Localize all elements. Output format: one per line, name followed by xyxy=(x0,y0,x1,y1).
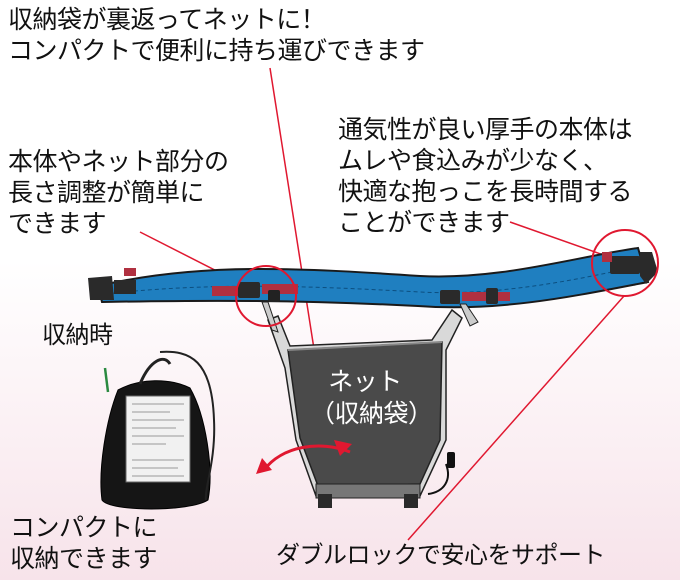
caption-line: 通気性が良い厚手の本体は xyxy=(338,115,633,144)
caption-double-lock: ダブルロックで安心をサポート xyxy=(276,541,606,569)
caption-line: 長さ調整が簡単に xyxy=(8,178,205,207)
main-strap xyxy=(88,246,658,333)
caption-adjust: 本体やネット部分の 長さ調整が簡単に できます xyxy=(8,146,229,239)
caption-line: コンパクトで便利に持ち運びできます xyxy=(8,36,425,65)
buckle-callout-circle xyxy=(591,229,659,297)
storage-label: 収納時 xyxy=(42,321,113,349)
storage-bag xyxy=(100,350,216,510)
caption-line: できます xyxy=(8,209,107,238)
caption-line: ムレや食込みが少なく、 xyxy=(338,146,608,175)
net-label: ネット （収納袋） xyxy=(310,366,433,430)
caption-compact: コンパクトに 収納できます xyxy=(10,512,158,574)
caption-storage-flip: 収納袋が裏返ってネットに！ コンパクトで便利に持ち運びできます xyxy=(8,4,425,66)
caption-line: 収納袋が裏返ってネットに！ xyxy=(8,5,326,34)
caption-line: 快適な抱っこを長時間する xyxy=(338,177,633,206)
lock-callout-line xyxy=(407,295,625,541)
caption-line: ことができます xyxy=(338,208,510,237)
caption-line: 本体やネット部分の xyxy=(8,147,229,176)
caption-line: 収納できます xyxy=(10,544,158,573)
adjuster-callout-circle xyxy=(235,265,297,327)
net-label-line: （収納袋） xyxy=(310,399,433,428)
net-pouch xyxy=(256,308,463,508)
net-label-line: ネット xyxy=(328,367,402,396)
caption-breathable: 通気性が良い厚手の本体は ムレや食込みが少なく、 快適な抱っこを長時間する こと… xyxy=(338,114,633,238)
breathable-callout-line xyxy=(509,221,613,259)
caption-line: コンパクトに xyxy=(10,513,158,542)
